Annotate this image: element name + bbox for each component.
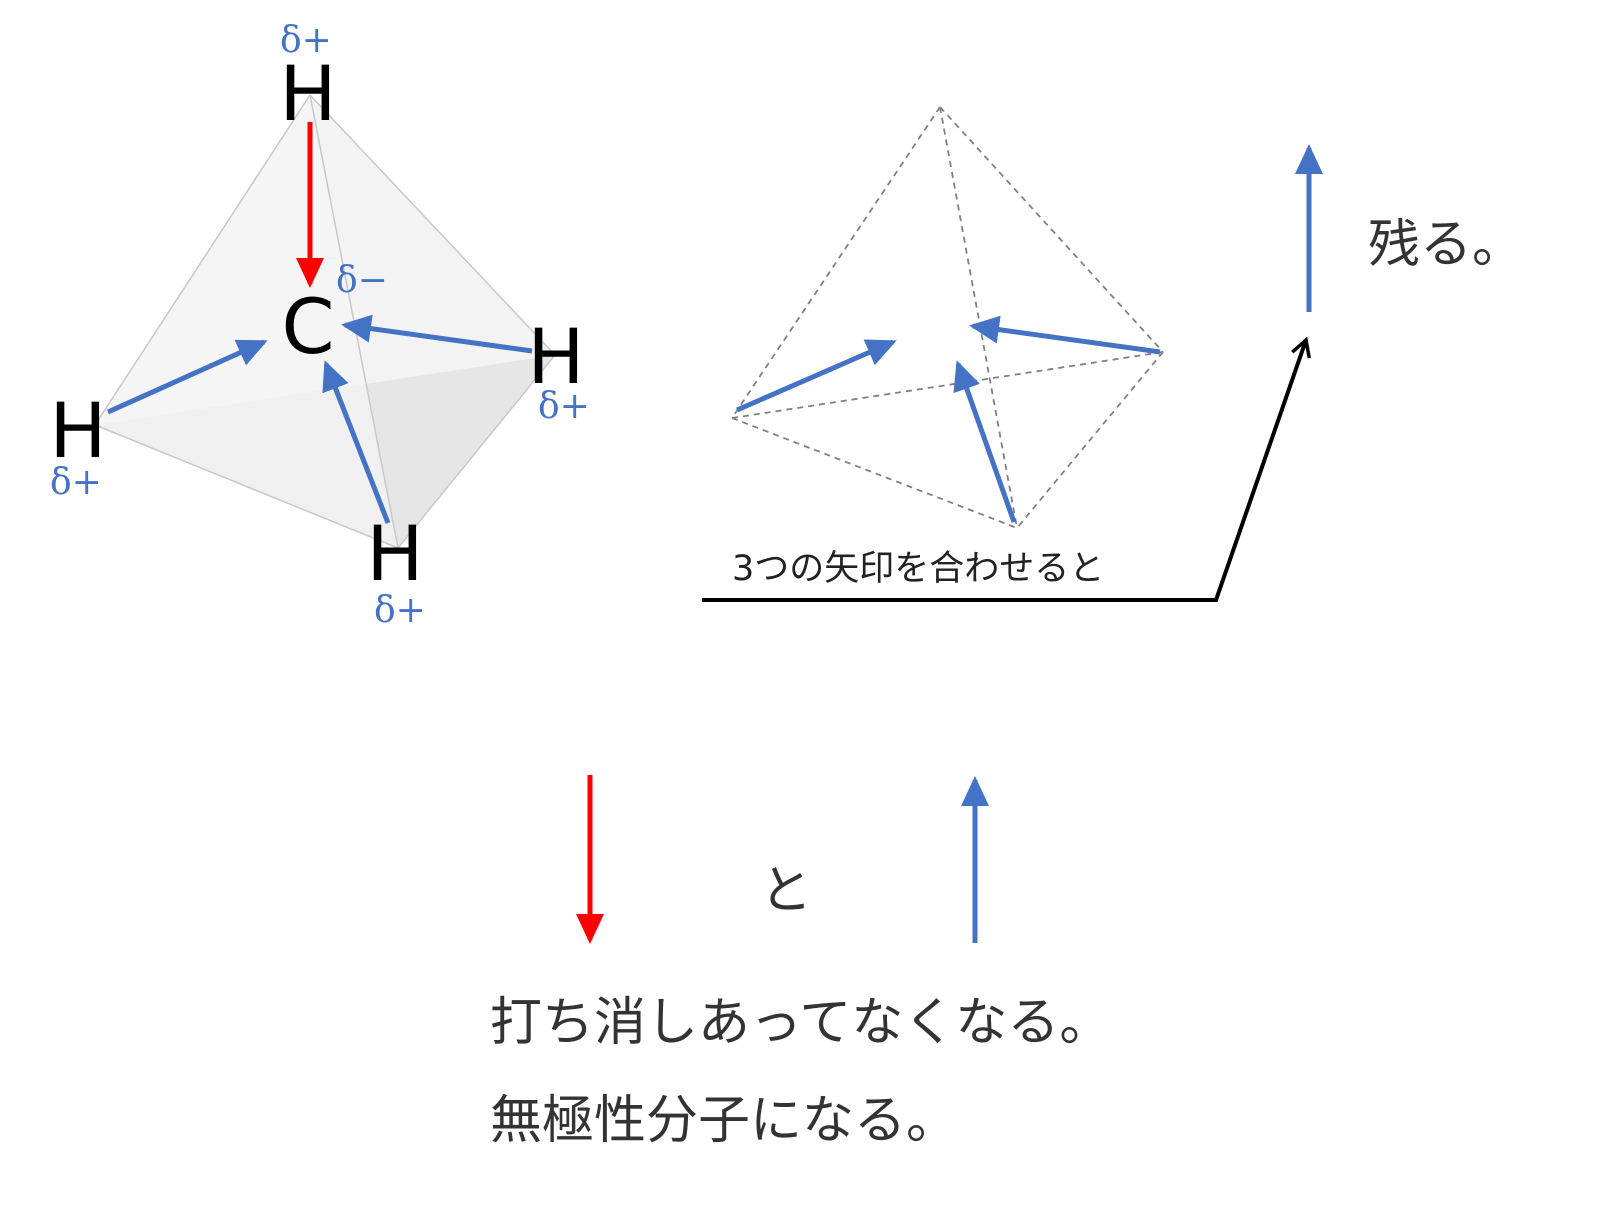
dipole-arrow-right bbox=[341, 314, 533, 354]
dashed-edge bbox=[939, 106, 1018, 529]
tetrahedron-edge bbox=[94, 94, 311, 426]
combine-caption: 3つの矢印を合わせると bbox=[732, 549, 1104, 589]
combined-arrow-bottom bbox=[953, 360, 1017, 523]
solid-tetrahedron bbox=[94, 94, 556, 549]
charge-label-left: δ+ bbox=[50, 462, 102, 503]
dashed-edge bbox=[939, 106, 1164, 353]
nonpolar-text: 無極性分子になる。 bbox=[490, 1091, 958, 1151]
dashed-edge bbox=[731, 417, 1018, 529]
dashed-edge bbox=[1016, 351, 1164, 529]
combined-arrow-right bbox=[969, 315, 1161, 355]
atom-hydrogen-right: H bbox=[527, 312, 584, 401]
leader-line bbox=[702, 336, 1311, 602]
remains-text: 残る。 bbox=[1368, 215, 1524, 275]
charge-label-top: δ+ bbox=[280, 20, 332, 61]
atom-hydrogen-top: H bbox=[279, 49, 336, 138]
tetrahedron-edge bbox=[309, 94, 556, 356]
dashed-tetrahedron bbox=[731, 106, 1164, 529]
combined-arrow-left bbox=[736, 339, 897, 413]
charge-label-bottom: δ+ bbox=[374, 590, 426, 631]
atom-hydrogen-bottom: H bbox=[366, 509, 423, 598]
cancel-text: 打ち消しあってなくなる。 bbox=[490, 993, 1111, 1053]
dashed-edge bbox=[731, 106, 941, 419]
dipole-arrow-bottom bbox=[322, 360, 391, 524]
tetrahedron-edge bbox=[397, 354, 556, 549]
atom-hydrogen-left: H bbox=[49, 386, 106, 475]
atom-carbon: C bbox=[281, 282, 334, 371]
dipole-arrow-left bbox=[106, 339, 268, 415]
charge-label-carbon: δ− bbox=[336, 260, 388, 301]
dashed-edge bbox=[731, 351, 1164, 419]
tetrahedron-edge bbox=[94, 424, 399, 549]
tetrahedron-face-front bbox=[95, 95, 398, 548]
charge-label-right: δ+ bbox=[538, 386, 590, 427]
and-text: と bbox=[760, 861, 812, 921]
